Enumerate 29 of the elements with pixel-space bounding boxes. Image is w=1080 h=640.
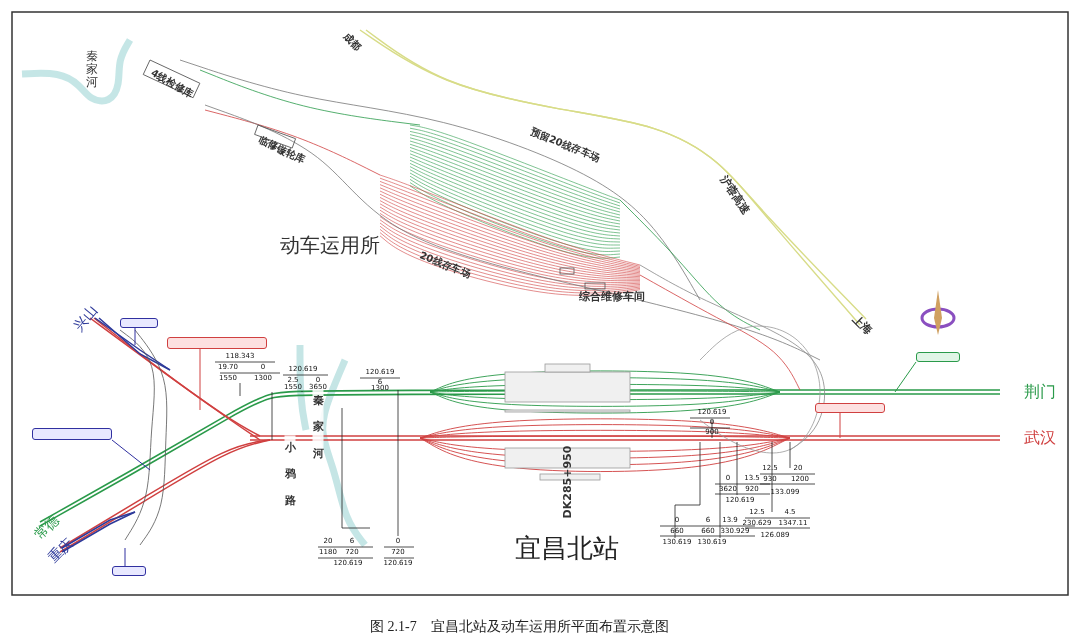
place-label: DK285+950	[561, 445, 573, 519]
place-label: 宜昌北站	[515, 535, 619, 561]
leader-line	[199, 348, 201, 411]
place-label: 秦家河	[86, 50, 98, 90]
callout-box	[120, 318, 158, 328]
callout-box	[815, 403, 885, 413]
place-label: 荆门	[1024, 384, 1056, 400]
place-label: 兴山	[70, 302, 100, 334]
callout-box	[112, 566, 146, 576]
place-label: 20线存车场	[418, 250, 472, 280]
callout-box	[32, 428, 112, 440]
place-label: 沪蓉高速	[717, 173, 753, 217]
place-label: 成都	[341, 31, 363, 53]
place-label: 预留20线存车场	[528, 126, 602, 164]
callout-box	[916, 352, 960, 362]
place-label: 常德	[31, 512, 61, 542]
leader-line	[134, 327, 136, 346]
leader-line	[839, 412, 841, 439]
place-label: 动车运用所	[280, 235, 380, 255]
place-label: 综合维修车间	[579, 290, 645, 302]
figure-caption: 图 2.1-7 宜昌北站及动车运用所平面布置示意图	[370, 618, 669, 636]
leader-line	[894, 361, 917, 393]
leader-line	[124, 547, 126, 567]
place-label: 4线检修库	[149, 67, 195, 101]
place-label: 临修镟轮库	[257, 134, 307, 166]
leader-line	[111, 439, 151, 471]
place-label: 上海	[850, 313, 874, 337]
place-label: 武汉	[1024, 430, 1056, 446]
callout-box	[167, 337, 267, 349]
